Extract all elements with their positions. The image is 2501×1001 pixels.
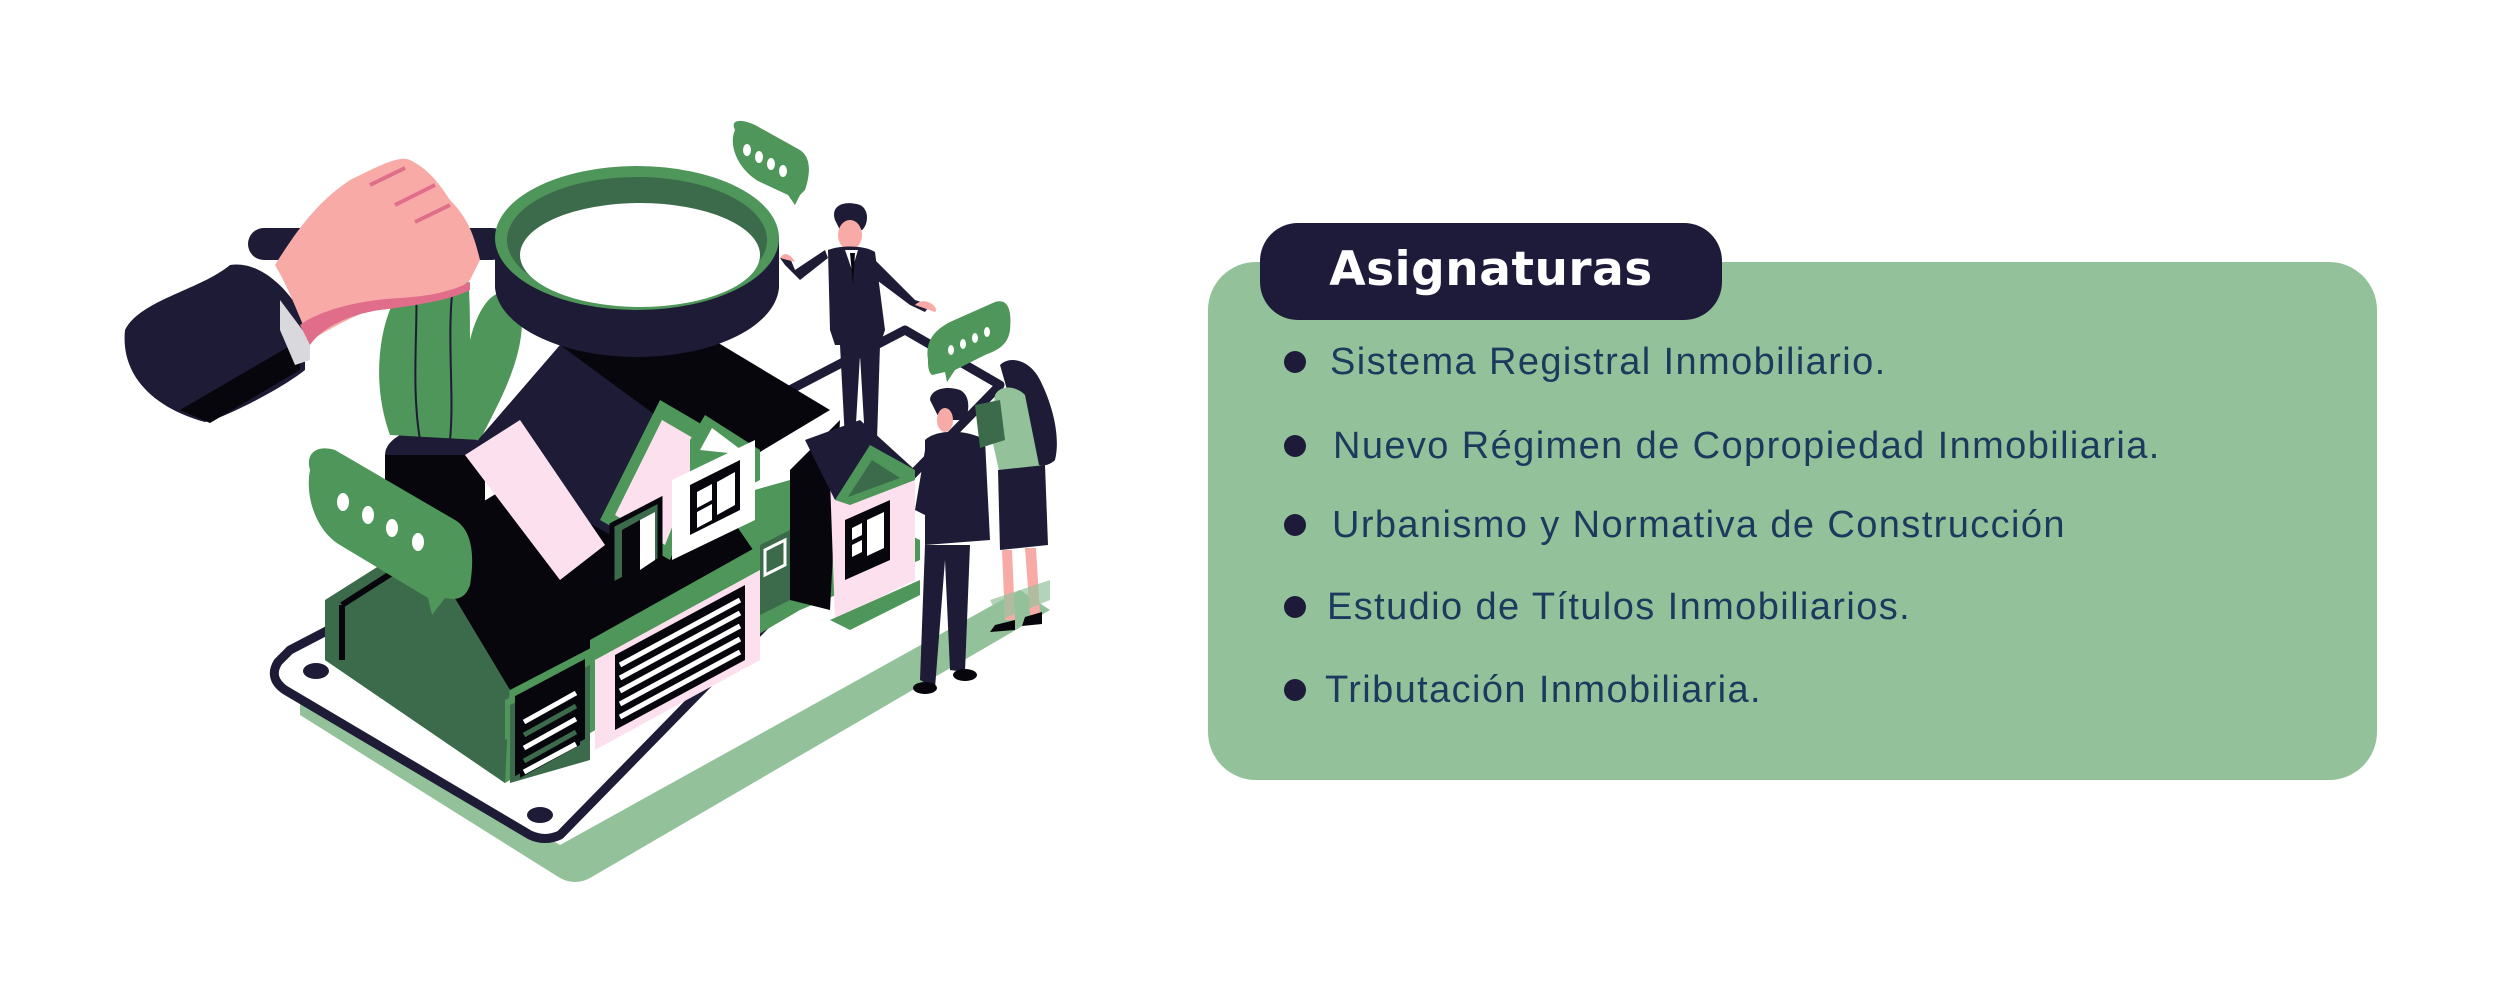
magnifying-glass-icon	[248, 166, 779, 357]
hand-holding-magnifier-icon	[124, 158, 480, 423]
subject-label: Sistema Registral Inmobiliario.	[1330, 341, 1887, 383]
card-title: Asignaturas	[1329, 242, 1653, 297]
subject-label: Nuevo Régimen de Copropiedad Inmobiliari…	[1333, 425, 2161, 467]
subjects-card	[1208, 262, 2377, 780]
bullet-icon	[1284, 435, 1306, 457]
speech-bubble-icon	[308, 448, 473, 615]
house-model-icon	[325, 320, 920, 783]
bullet-icon	[1284, 514, 1306, 536]
subject-label: Estudio de Títulos Inmobiliarios.	[1327, 586, 1912, 628]
bullet-icon	[1284, 351, 1306, 373]
subject-label: Tributación Inmobiliaria.	[1325, 669, 1762, 711]
businesswoman-viewing-icon	[975, 360, 1057, 632]
speech-bubble-icon	[732, 120, 809, 205]
bullet-icon	[1284, 596, 1306, 618]
subject-label: Urbanismo y Normativa de Construcción	[1332, 504, 2066, 546]
businessman-viewing-icon	[913, 388, 990, 694]
card-title-pill: Asignaturas	[1260, 223, 1722, 320]
businessman-presenting-icon	[780, 203, 936, 440]
speech-bubble-icon	[927, 301, 1011, 382]
bullet-icon	[1284, 679, 1306, 701]
